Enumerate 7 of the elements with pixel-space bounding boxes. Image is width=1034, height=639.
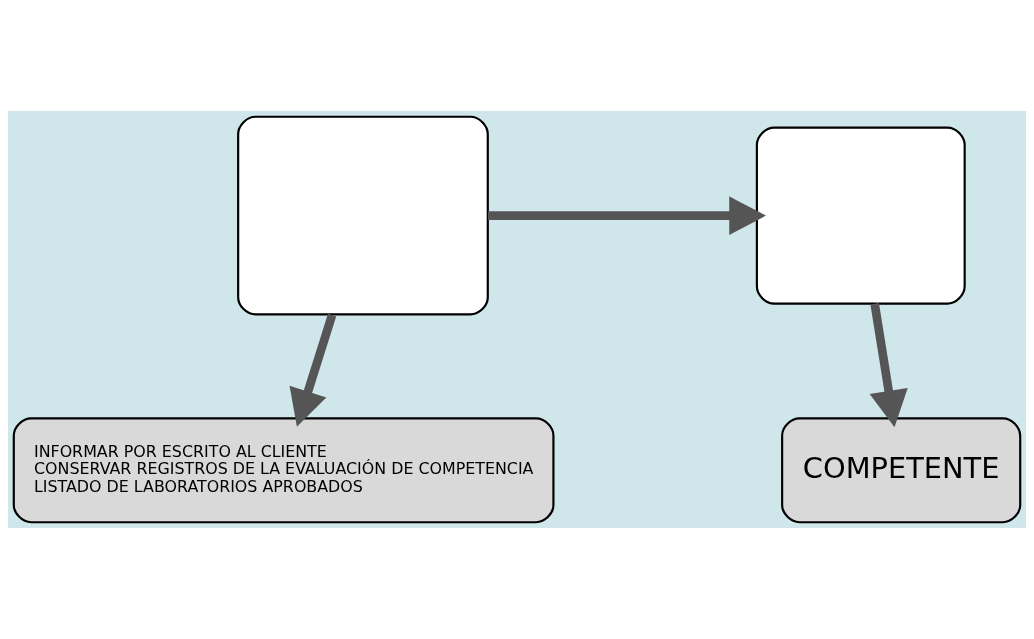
arrow — [869, 303, 908, 428]
node-box — [755, 126, 966, 305]
arrow — [289, 313, 337, 427]
node-box — [237, 115, 489, 316]
arrow — [487, 196, 766, 235]
node-box: COMPETENTE — [781, 417, 1022, 524]
node-box: INFORMAR POR ESCRITO AL CLIENTE CONSERVAR REGISTROS DE LA EVALUACIÓN DE COMPETENCIA LISTADO DE LABORATORIOS APROBADOS — [12, 417, 555, 524]
